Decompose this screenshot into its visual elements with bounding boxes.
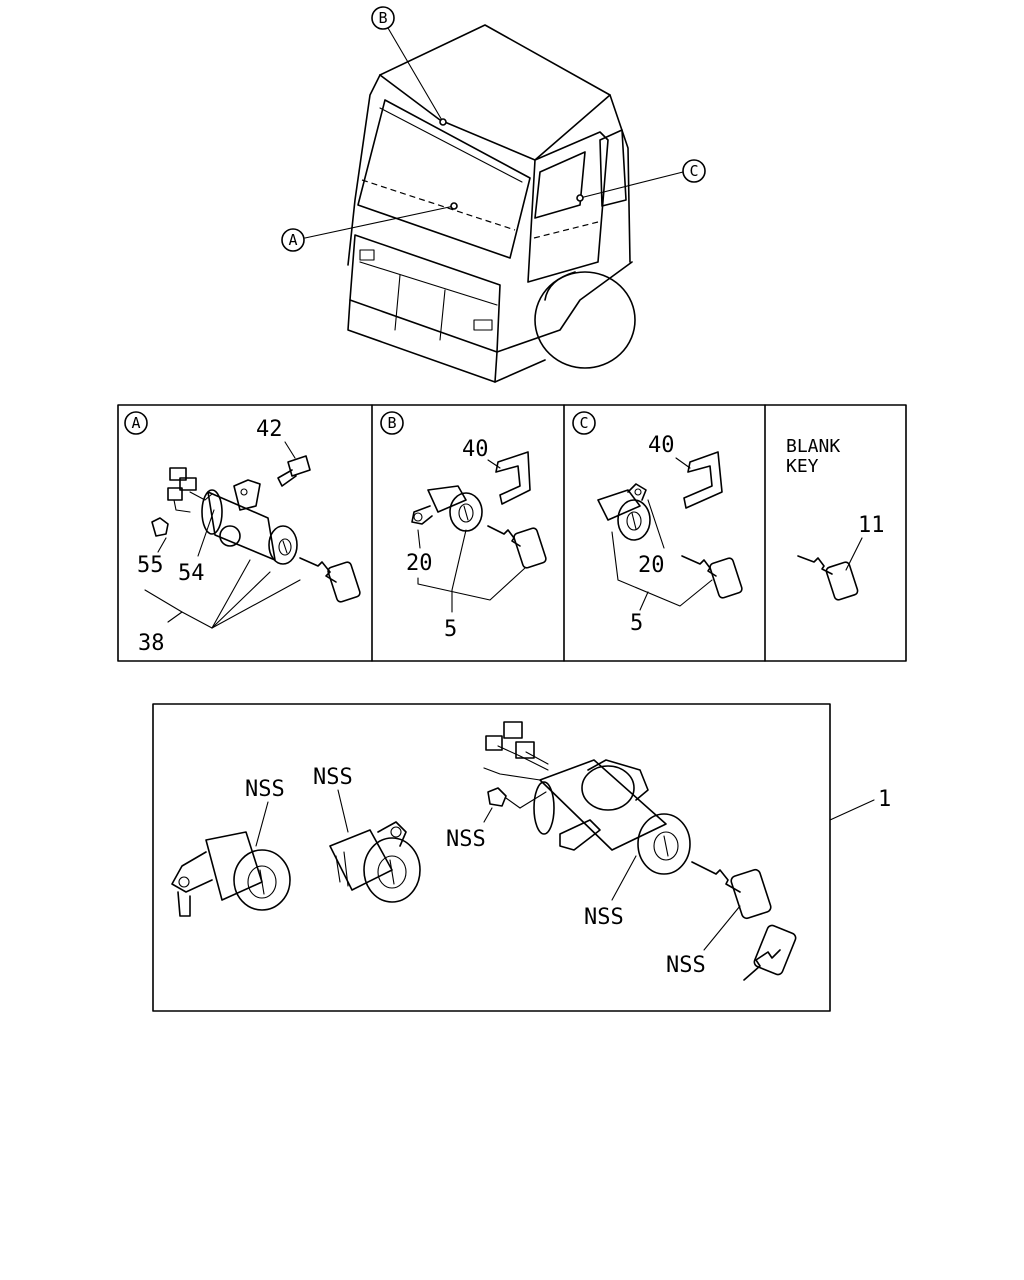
truck-cab-illustration: A B C — [281, 6, 706, 383]
panel-c-door-lock: C 40 20 5 — [572, 411, 743, 636]
detail-panels — [117, 404, 907, 662]
panel-b-door-lock: B 40 20 5 — [380, 411, 547, 642]
part-label-55: 55 — [137, 553, 164, 578]
panel-c-badge: C — [579, 414, 588, 432]
panel-blank-key: BLANK KEY 11 — [786, 436, 885, 601]
kit-label-nss-key: NSS — [666, 953, 706, 978]
lock-set-kit: 1 NSS NSS — [152, 703, 891, 1012]
part-label-42: 42 — [256, 417, 283, 442]
callout-b-letter: B — [378, 9, 387, 27]
part-label-5-c: 5 — [630, 611, 643, 636]
callout-c-letter: C — [689, 162, 698, 180]
part-label-11: 11 — [858, 513, 885, 538]
part-label-5-b: 5 — [444, 617, 457, 642]
kit-label-nss-left: NSS — [245, 777, 285, 802]
blank-key-title-line1: BLANK — [786, 436, 840, 457]
callout-a-letter: A — [288, 231, 297, 249]
part-label-54: 54 — [178, 561, 205, 586]
part-label-40-b: 40 — [462, 437, 489, 462]
part-label-40-c: 40 — [648, 433, 675, 458]
blank-key-title-line2: KEY — [786, 456, 819, 477]
part-label-1: 1 — [878, 787, 891, 812]
panel-b-badge: B — [387, 414, 396, 432]
kit-label-nss-screw: NSS — [446, 827, 486, 852]
part-label-20-c: 20 — [638, 553, 665, 578]
kit-label-nss-mid: NSS — [313, 765, 353, 790]
kit-label-nss-body: NSS — [584, 905, 624, 930]
panel-a-badge: A — [131, 414, 140, 432]
part-label-38: 38 — [138, 631, 165, 656]
part-label-20-b: 20 — [406, 551, 433, 576]
panel-a-ignition-switch: A 42 55 54 38 — [124, 411, 361, 656]
